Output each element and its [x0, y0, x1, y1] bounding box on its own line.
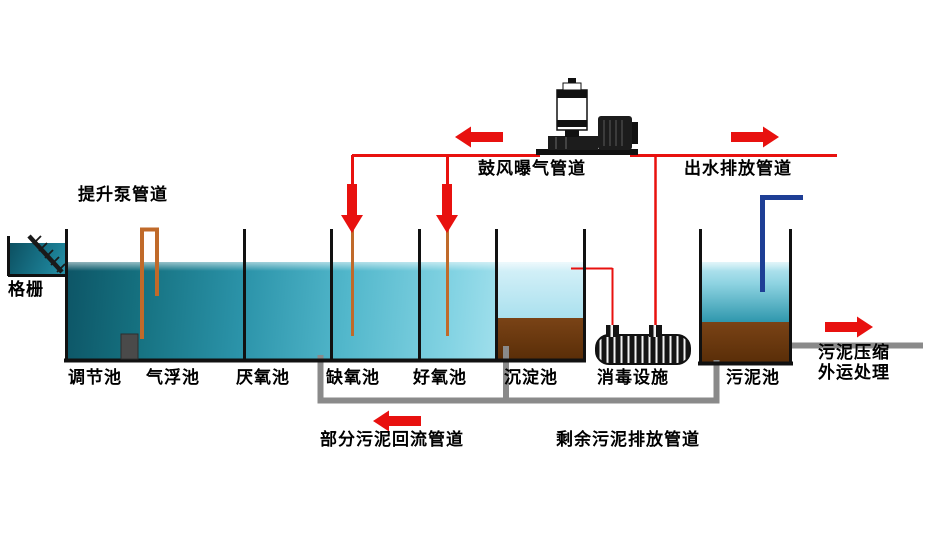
blower-motor	[598, 116, 632, 150]
sedimentation-tank-water	[497, 262, 584, 319]
sedimentation-to-disinfection-pipe	[571, 267, 614, 327]
flow-arrows	[341, 126, 873, 432]
silencer-cap	[562, 82, 582, 91]
bar-screen-teeth	[32, 235, 66, 273]
label-sludge-compression-line2: 外运处理	[818, 363, 890, 383]
label-effluent-discharge-pipe: 出水排放管道	[684, 159, 792, 179]
blower-icon	[536, 78, 638, 155]
red-pipes	[351, 154, 837, 330]
disinfection-unit-icon	[595, 325, 691, 365]
disinfection-cylinder	[595, 334, 691, 365]
label-blower-aeration-pipe: 鼓风曝气管道	[478, 159, 586, 179]
label-partial-sludge-return-pipe: 部分污泥回流管道	[320, 430, 464, 450]
flow-arrow-right-icon	[731, 126, 779, 148]
silencer-knob	[568, 78, 576, 83]
label-tank-sludge: 污泥池	[726, 368, 780, 388]
motor-end-cap	[632, 122, 638, 144]
flow-arrow-right-icon	[825, 316, 873, 338]
tank-walls	[7, 229, 793, 366]
orange-pipes	[140, 226, 449, 339]
blower-body	[548, 136, 598, 150]
label-tank-anaerobic: 厌氧池	[236, 368, 290, 388]
label-disinfection-unit: 消毒设施	[597, 368, 669, 388]
label-lift-pump-pipe: 提升泵管道	[78, 185, 168, 205]
flow-arrow-left-icon	[455, 126, 503, 148]
label-tank-flotation: 气浮池	[146, 368, 200, 388]
disinfection-port-slit	[653, 325, 656, 337]
bar-screen-rail	[27, 234, 64, 274]
sludge-tank-sludge	[702, 322, 789, 362]
sludge-tank-water	[702, 262, 789, 322]
label-excess-sludge-discharge-pipe: 剩余污泥排放管道	[556, 430, 700, 450]
sludge-pipes	[317, 342, 923, 404]
sludge-return-and-discharge-pipe	[317, 355, 720, 404]
sedimentation-tank-sludge	[498, 318, 583, 359]
lift-pump-icon	[120, 333, 139, 360]
flow-arrow-down-icon	[436, 184, 458, 233]
flow-arrow-down-icon	[341, 184, 363, 233]
lift-pump-pipe	[140, 227, 159, 339]
label-tank-regulation: 调节池	[68, 368, 122, 388]
flow-arrow-left-icon	[373, 410, 421, 432]
disinfection-port-slit	[610, 325, 613, 337]
blower-base	[536, 149, 638, 155]
bar-screen-icon	[27, 234, 66, 274]
label-tank-anoxic: 缺氧池	[326, 368, 380, 388]
label-bar-screen: 格栅	[8, 280, 44, 300]
blue-water-pipe	[760, 195, 803, 292]
silencer-top-band	[557, 90, 587, 98]
blower-neck	[565, 127, 579, 137]
label-sludge-compression-line1: 污泥压缩	[818, 343, 890, 363]
label-tank-sedimentation: 沉淀池	[504, 368, 558, 388]
silencer-bottom-band	[557, 120, 587, 127]
label-tank-aerobic: 好氧池	[413, 368, 467, 388]
